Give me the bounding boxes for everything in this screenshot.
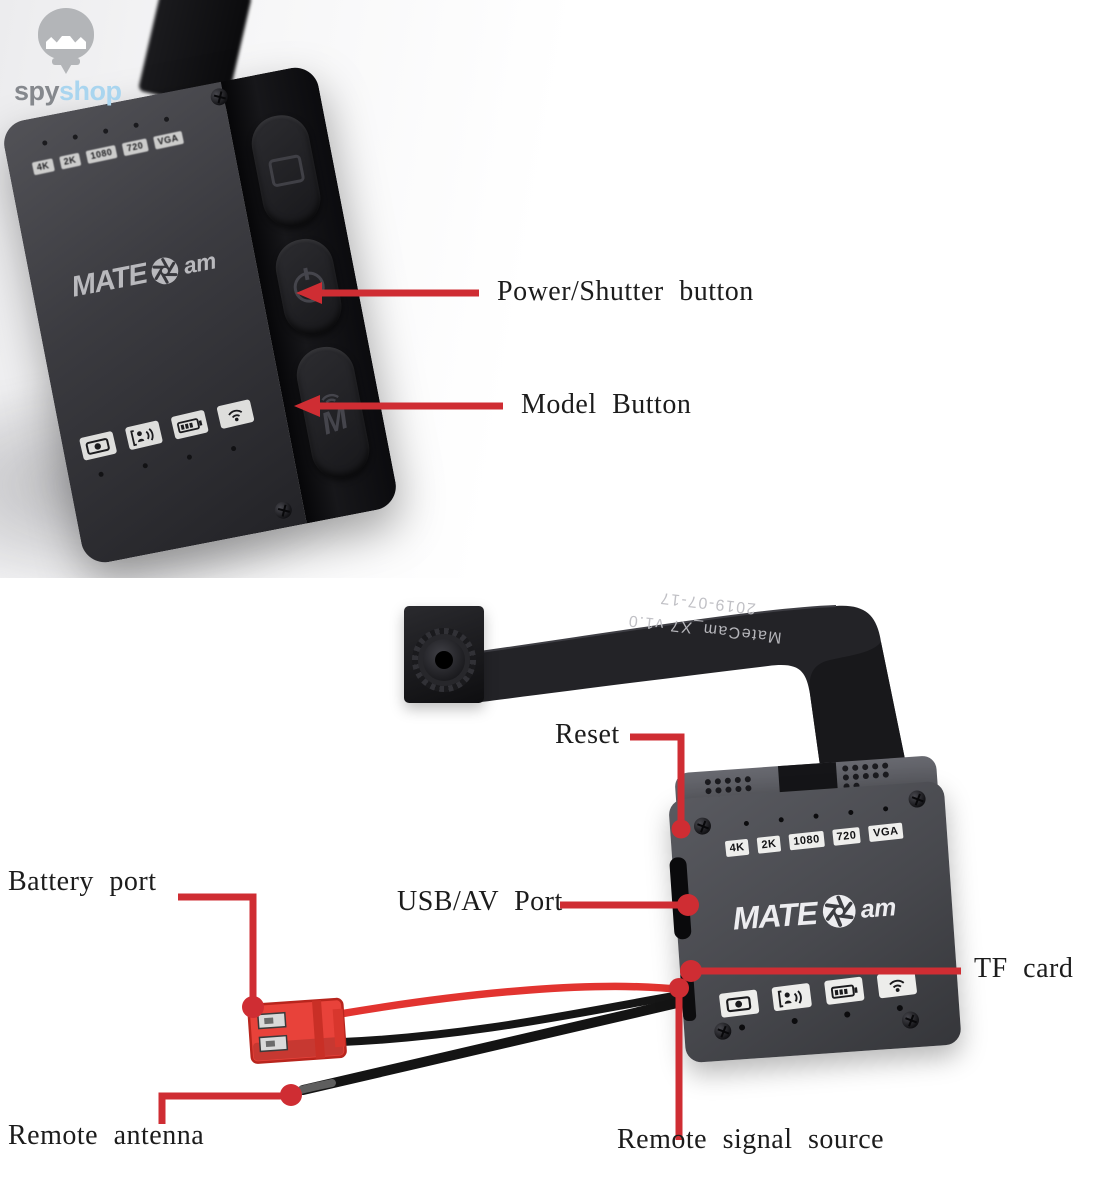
battery-icon xyxy=(824,976,865,1005)
brand-shop: shop xyxy=(59,76,122,106)
label-reset: Reset xyxy=(555,719,620,750)
wifi-icon xyxy=(216,399,255,430)
antenna-line xyxy=(158,1092,286,1124)
model-arrow xyxy=(294,395,320,417)
matecam-logo: MATE am xyxy=(675,884,953,941)
camera-device-angled: 4K 2K 1080 720 VGA MATE xyxy=(0,63,400,567)
ribbon-cable xyxy=(480,605,906,780)
aperture-icon xyxy=(822,894,856,928)
label-battery-port: Battery port xyxy=(8,866,157,897)
camera-icon xyxy=(78,430,118,461)
antenna-wire xyxy=(298,995,695,1095)
battery-dot xyxy=(242,996,264,1018)
brand-spy: spy xyxy=(14,76,60,106)
aperture-icon xyxy=(151,256,179,284)
brand-logo: spyshop xyxy=(14,8,154,105)
label-remote-signal: Remote signal source xyxy=(617,1124,885,1155)
device-front-face: 4K 2K 1080 720 VGA MATE xyxy=(0,81,307,567)
label-tf-card: TF card xyxy=(974,953,1074,984)
device-front-panel: 4K 2K 1080 720 VGA MATE xyxy=(668,780,962,1064)
battery-black-wire xyxy=(338,990,690,1046)
lens-module xyxy=(404,606,484,703)
motion-icon xyxy=(771,982,813,1012)
reset-dot xyxy=(671,819,691,839)
label-remote-antenna: Remote antenna xyxy=(8,1120,205,1151)
usb-av-dot xyxy=(677,894,699,916)
battery-line xyxy=(178,893,257,1002)
label-model-button: Model Button xyxy=(521,389,692,420)
matecam-logo: MATE am xyxy=(30,237,257,312)
motion-icon xyxy=(124,420,164,451)
wifi-icon xyxy=(876,970,918,999)
battery-red-wire xyxy=(336,982,688,1018)
antenna-dot xyxy=(280,1084,302,1106)
camera-main-unit: 4K 2K 1080 720 VGA MATE xyxy=(666,755,962,1064)
camera-icon xyxy=(718,989,760,1018)
signal-dot xyxy=(669,978,689,998)
mode-icon-row xyxy=(78,399,255,461)
battery-icon xyxy=(170,409,209,440)
battery-connector xyxy=(247,997,347,1064)
device-side-face: M xyxy=(220,63,400,524)
model-button: M xyxy=(291,342,375,483)
label-power-shutter: Power/Shutter button xyxy=(497,276,754,307)
power-shutter-arrow xyxy=(296,282,322,304)
brand-wordmark: spyshop xyxy=(14,78,154,105)
reset-line xyxy=(630,733,685,824)
mode-icon-row xyxy=(718,970,919,1033)
spy-mascot-icon xyxy=(38,8,98,78)
wifi-waves-icon xyxy=(321,393,339,403)
label-usb-av: USB/AV Port xyxy=(397,886,563,917)
